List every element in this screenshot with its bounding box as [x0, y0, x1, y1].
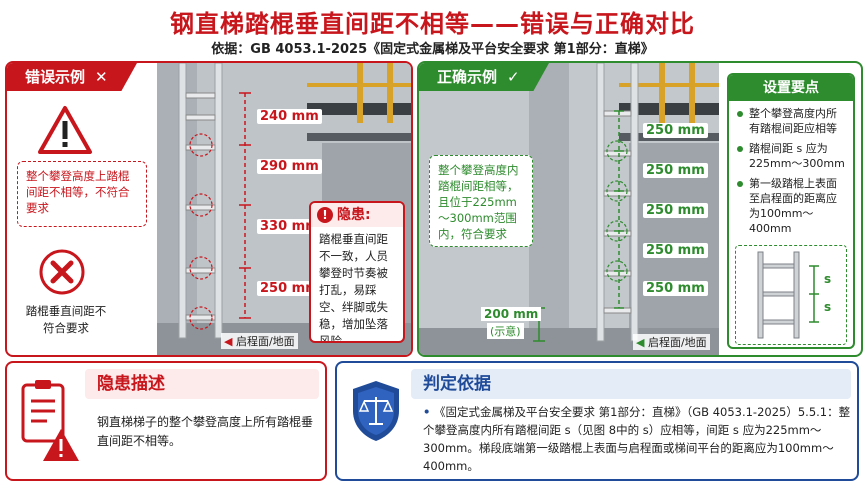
warning-icon: ! — [317, 207, 333, 223]
right-example-tag: 正确示例✓ — [419, 63, 549, 91]
bullet-icon: • — [423, 405, 431, 419]
right-dim-5: 250 mm — [643, 281, 708, 296]
hazard-callout: ! 隐患: 踏棍垂直间距不一致，人员攀登时节奏被打乱，易踩空、绊脚或失稳，增加坠… — [309, 201, 405, 343]
wrong-ground-label: ◀ 启程面/地面 — [221, 333, 298, 349]
right-note-box: 整个攀登高度内踏棍间距相等，且位于225mm～300mm范围内，符合要求 — [429, 155, 533, 247]
first-rung-dim-note: (示意) — [487, 323, 524, 339]
wrong-caption: 踏棍垂直间距不符合要求 — [25, 304, 107, 335]
right-dim-2: 250 mm — [643, 163, 708, 178]
hazard-description-box: 隐患描述 钢直梯梯子的整个攀登高度上所有踏棍垂直间距不相等。 — [5, 361, 327, 481]
basis-text: • 《固定式金属梯及平台安全要求 第1部分：直梯》（GB 4053.1-2025… — [423, 405, 851, 473]
basis-box: 判定依据 • 《固定式金属梯及平台安全要求 第1部分：直梯》（GB 4053.1… — [335, 361, 859, 481]
right-dim-1: 250 mm — [643, 123, 708, 138]
wrong-dim-1: 240 mm — [257, 109, 322, 124]
x-circle-icon — [39, 249, 85, 295]
wrong-photo: 240 mm 290 mm 330 mm 250 mm ◀ 启程面/地面 ! 隐… — [157, 63, 411, 355]
right-dim-4: 250 mm — [643, 243, 708, 258]
wrong-example-tag: 错误示例✕ — [7, 63, 137, 91]
wrong-example-panel: 240 mm 290 mm 330 mm 250 mm ◀ 启程面/地面 ! 隐… — [5, 61, 413, 357]
right-dim-3: 250 mm — [643, 203, 708, 218]
ladder-spacing-diagram — [757, 251, 819, 339]
hazard-description-title: 隐患描述 — [85, 369, 319, 399]
setup-point: 整个攀登高度内所有踏棍间距应相等 — [735, 106, 847, 136]
shield-scales-icon — [353, 381, 399, 441]
wrong-dim-4: 250 mm — [257, 281, 322, 296]
wrong-dim-2: 290 mm — [257, 159, 322, 174]
first-rung-dim: 200 mm — [481, 307, 542, 321]
spacing-s-label: s — [824, 300, 832, 314]
wrong-note-box: 整个攀登高度上踏棍间距不相等，不符合要求 — [17, 161, 147, 227]
cross-icon: ✕ — [95, 68, 108, 86]
warning-triangle-icon — [38, 106, 92, 154]
hazard-callout-title: ! 隐患: — [311, 203, 403, 227]
page-subtitle: 依据：GB 4053.1-2025《固定式金属梯及平台安全要求 第1部分：直梯》 — [211, 42, 654, 57]
hazard-callout-text: 踏棍垂直间距不一致，人员攀登时节奏被打乱，易踩空、绊脚或失稳，增加坠落风险。 — [319, 232, 388, 343]
right-ground-label: ◀ 启程面/地面 — [633, 334, 710, 350]
setup-points-title: 设置要点 — [729, 75, 853, 101]
setup-point: 踏棍间距 s 应为225mm～300mm — [735, 141, 847, 171]
right-photo: 250 mm 250 mm 250 mm 250 mm 250 mm 200 m… — [419, 63, 719, 355]
check-icon: ✓ — [507, 68, 520, 86]
right-example-panel: 250 mm 250 mm 250 mm 250 mm 250 mm 200 m… — [417, 61, 863, 357]
page-title: 钢直梯踏棍垂直间距不相等——错误与正确对比 — [170, 10, 695, 38]
spacing-s-label: s — [824, 272, 832, 286]
wrong-dim-3: 330 mm — [257, 219, 322, 234]
setup-points-box: 设置要点 整个攀登高度内所有踏棍间距应相等 踏棍间距 s 应为225mm～300… — [727, 73, 855, 349]
clipboard-warning-icon — [21, 380, 79, 461]
basis-title: 判定依据 — [411, 369, 851, 399]
setup-point: 第一级踏棍上表面至启程面的距离应为100mm～400mm — [735, 176, 847, 236]
spacing-diagram: s s — [735, 245, 847, 345]
hazard-description-text: 钢直梯梯子的整个攀登高度上所有踏棍垂直间距不相等。 — [97, 415, 314, 448]
